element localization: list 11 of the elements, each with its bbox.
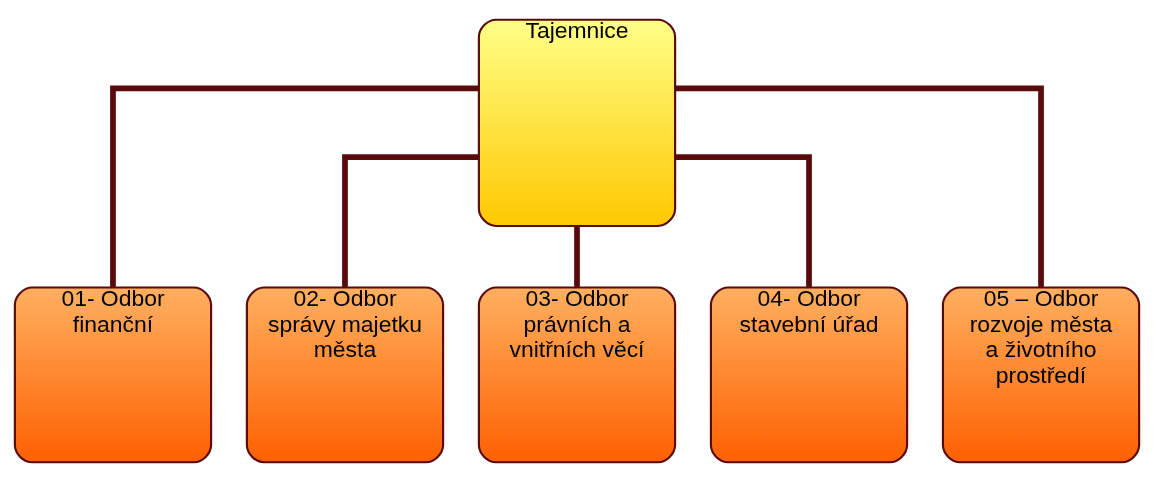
node-box: Tajemnice [477, 18, 677, 228]
node-box: 05 – Odbor rozvoje města a životního prostředí [941, 286, 1141, 464]
node-box: 02- Odbor správy majetku města [245, 286, 445, 464]
connector [342, 154, 479, 287]
connector [574, 226, 580, 288]
connector [675, 154, 812, 287]
connector [110, 85, 479, 288]
node-box: 03- Odbor právních a vnitřních věcí [477, 286, 677, 464]
node-box: 04- Odbor stavební úřad [709, 286, 909, 464]
node-box: 01- Odbor finanční [13, 286, 213, 464]
connector [675, 85, 1044, 288]
